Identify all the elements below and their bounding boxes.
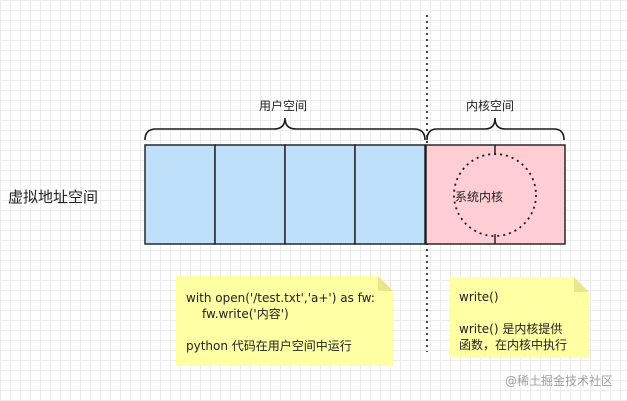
kernel-note-line: write() xyxy=(459,290,499,304)
kernel-core-label: 系统内核 xyxy=(455,190,504,204)
user-space-block xyxy=(144,144,216,245)
kernel-core-circle xyxy=(453,153,537,237)
python-note xyxy=(176,276,393,366)
python-note-line: python 代码在用户空间中运行 xyxy=(186,339,352,353)
user-space-blocks xyxy=(144,144,426,245)
python-note-fold xyxy=(378,276,393,291)
python-note-text: with open('/test.txt','a+') as fw: fw.wr… xyxy=(186,290,375,354)
user-space-block xyxy=(354,144,426,245)
virtual-address-space-label: 虚拟地址空间 xyxy=(8,188,99,206)
kernel-space-label: 内核空间 xyxy=(466,99,515,113)
kernel-note-text: write() write() 是内核提供 函数，在内核中执行 xyxy=(459,289,567,353)
user-space-block xyxy=(284,144,356,245)
user-space-block xyxy=(214,144,286,245)
kernel-note-fold xyxy=(574,277,589,292)
python-note-line: with open('/test.txt','a+') as fw: xyxy=(186,291,375,305)
user-space-brace xyxy=(144,117,426,141)
kernel-space-block xyxy=(425,144,566,245)
watermark: @稀土掘金技术社区 xyxy=(504,374,613,388)
note-spacer xyxy=(459,305,567,321)
user-space-label: 用户空间 xyxy=(259,99,308,113)
kernel-note-line: 函数，在内核中执行 xyxy=(459,338,568,352)
python-note-line: fw.write('内容') xyxy=(202,307,289,321)
kernel-note-line: write() 是内核提供 xyxy=(459,322,563,336)
kernel-space-brace xyxy=(426,117,565,141)
kernel-note xyxy=(449,277,589,357)
note-spacer xyxy=(186,322,375,338)
